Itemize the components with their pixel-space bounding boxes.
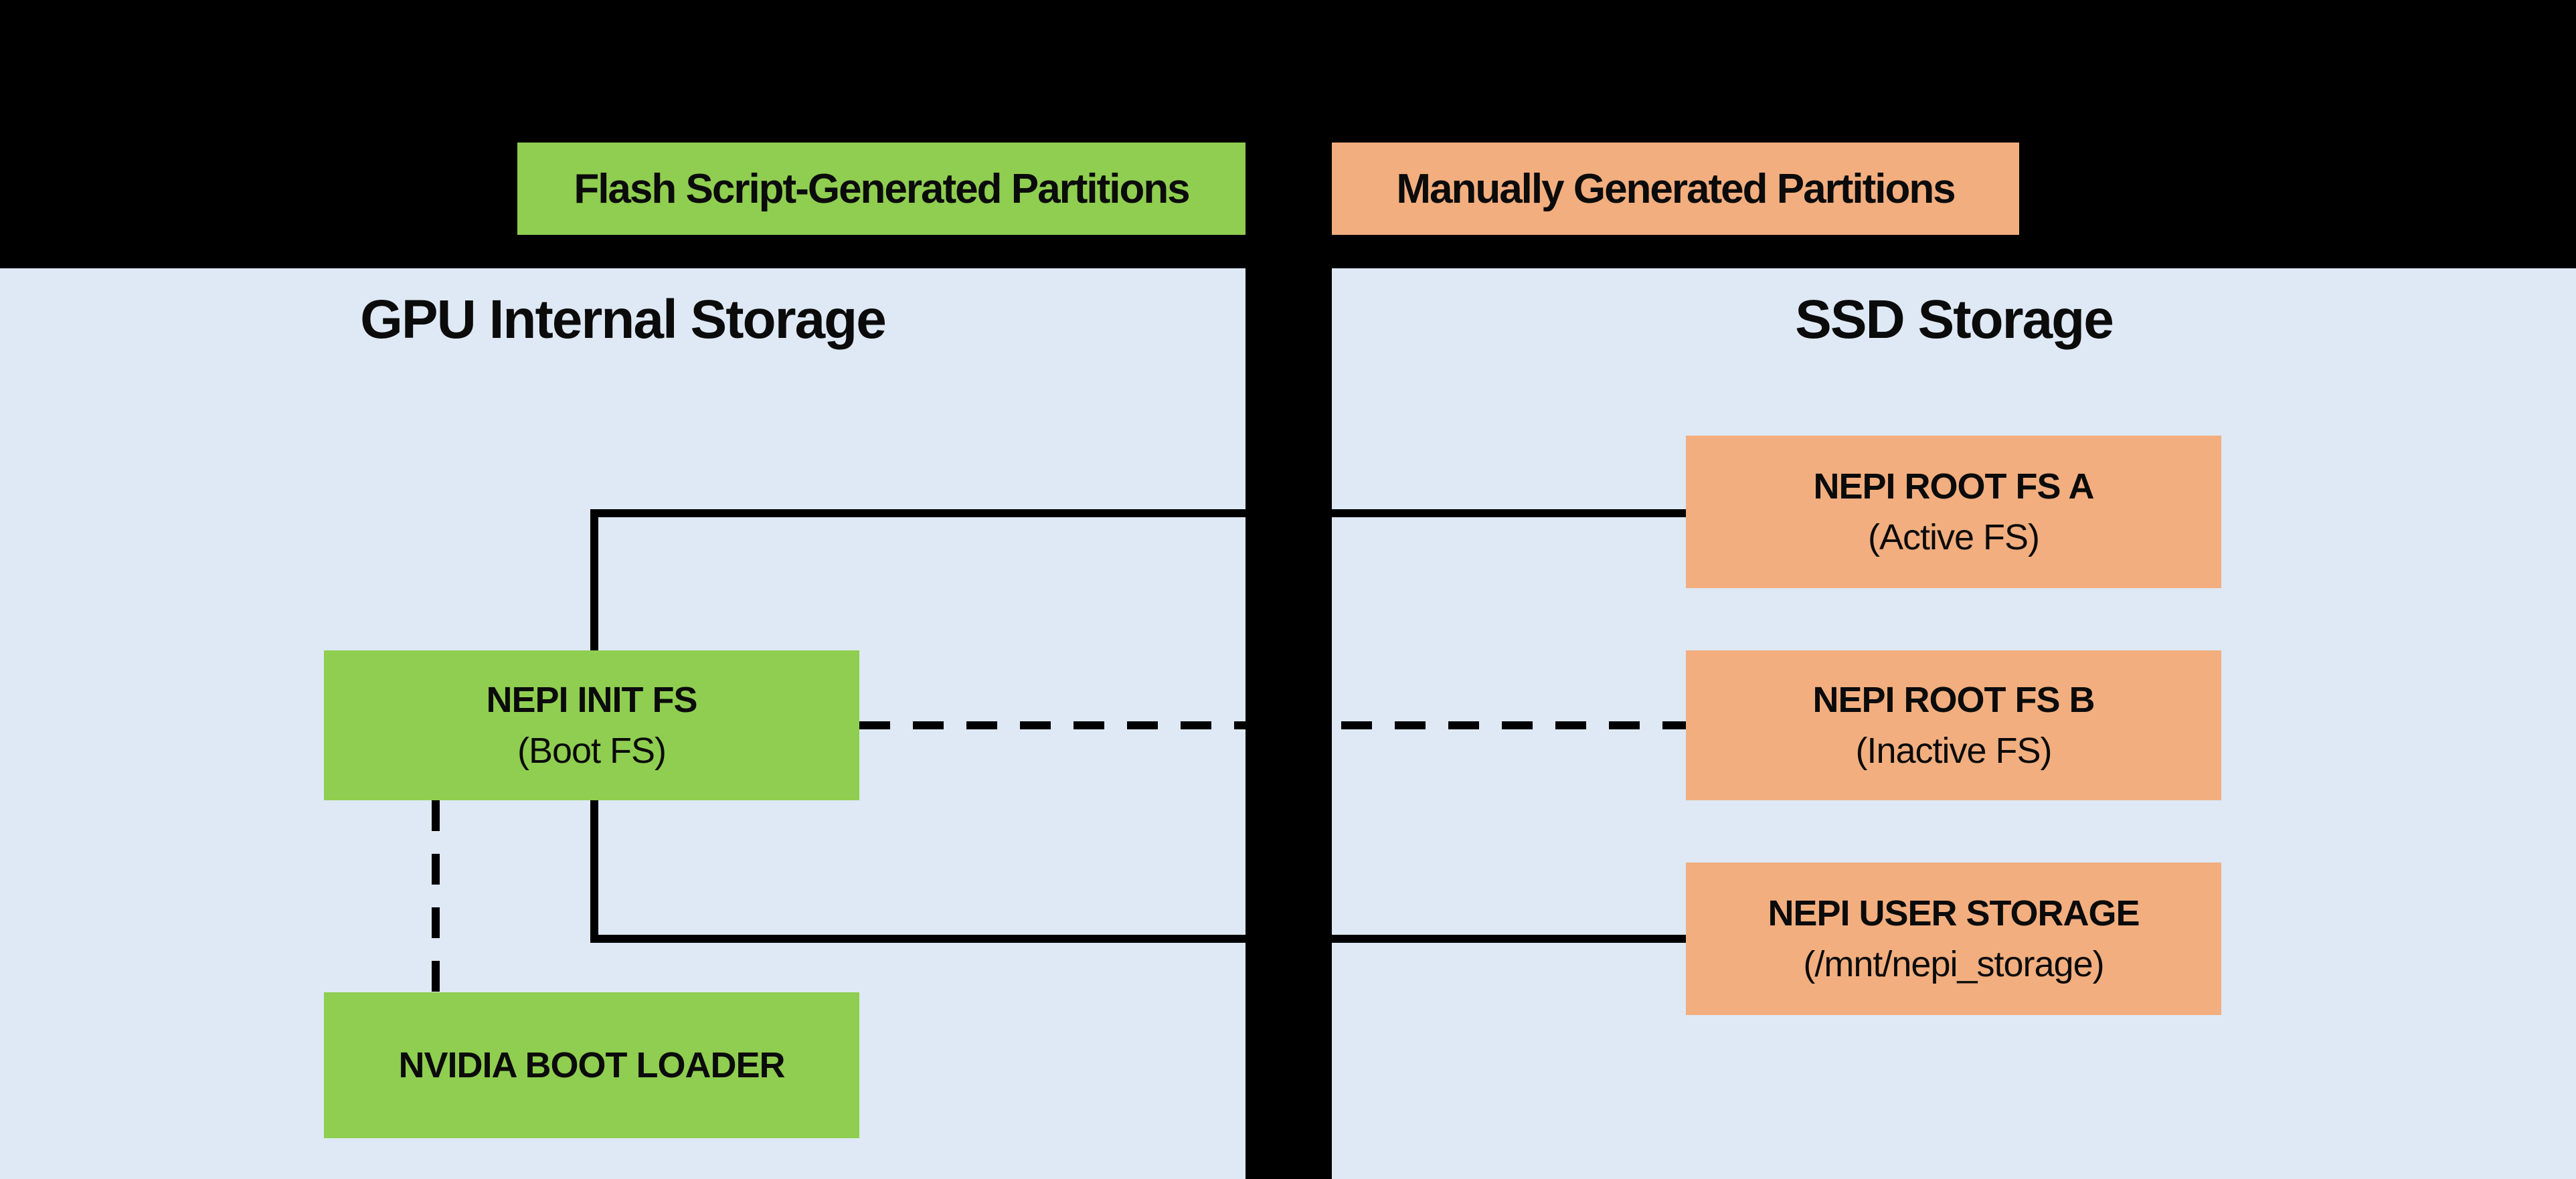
node-nepi-init-fs-title: NEPI INIT FS (486, 680, 697, 720)
node-nepi-user-storage-subtitle: (/mnt/nepi_storage) (1803, 944, 2104, 984)
node-nepi-root-fs-b-subtitle: (Inactive FS) (1855, 731, 2052, 771)
node-nvidia-boot-loader: NVIDIA BOOT LOADER (324, 992, 859, 1138)
legend-manual-label: Manually Generated Partitions (1396, 165, 1956, 212)
node-nepi-init-fs: NEPI INIT FS (Boot FS) (324, 650, 859, 800)
node-nepi-root-fs-a: NEPI ROOT FS A (Active FS) (1686, 436, 2221, 588)
node-nepi-root-fs-b: NEPI ROOT FS B (Inactive FS) (1686, 650, 2221, 800)
node-nepi-init-fs-subtitle: (Boot FS) (517, 731, 667, 771)
legend-flash-script-generated: Flash Script-Generated Partitions (517, 143, 1246, 235)
node-nepi-user-storage: NEPI USER STORAGE (/mnt/nepi_storage) (1686, 863, 2221, 1015)
node-nepi-root-fs-a-title: NEPI ROOT FS A (1813, 466, 2094, 507)
node-nepi-root-fs-a-subtitle: (Active FS) (1867, 517, 2040, 557)
legend-flash-label: Flash Script-Generated Partitions (574, 165, 1190, 212)
node-nvidia-boot-loader-title: NVIDIA BOOT LOADER (398, 1045, 785, 1085)
node-nepi-root-fs-b-title: NEPI ROOT FS B (1812, 680, 2095, 720)
legend-manually-generated: Manually Generated Partitions (1332, 143, 2019, 235)
panel-title-gpu-internal-storage: GPU Internal Storage (360, 289, 887, 350)
node-nepi-user-storage-title: NEPI USER STORAGE (1768, 893, 2140, 933)
panel-title-ssd-storage: SSD Storage (1795, 289, 2114, 350)
